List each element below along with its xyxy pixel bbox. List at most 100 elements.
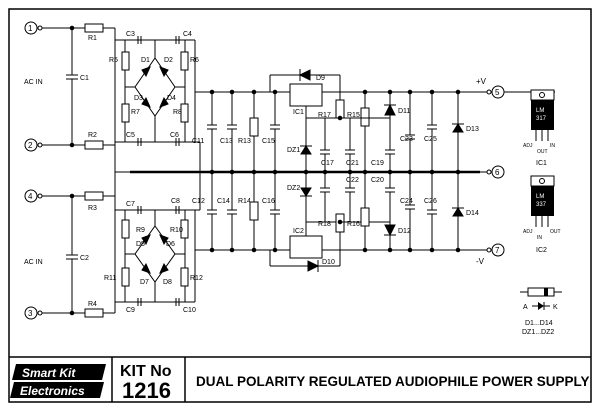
ic2-legend-label: IC2: [536, 247, 547, 254]
ic1-line1: LM: [536, 108, 544, 114]
label-c7: C7: [126, 201, 135, 208]
label-c10: C10: [183, 307, 196, 314]
label-r10: R10: [170, 227, 183, 234]
label-d13: D13: [466, 126, 479, 133]
ac-in-label-bottom: AC IN: [24, 259, 43, 266]
label-c16: C16: [262, 198, 275, 205]
label-d12: D12: [398, 228, 411, 235]
brand-line1: Smart Kit: [22, 366, 76, 380]
label-c25: C25: [424, 136, 437, 143]
ic1-pin-adj: ADJ: [523, 143, 533, 149]
label-r17: R17: [318, 112, 331, 119]
label-c6: C6: [170, 132, 179, 139]
label-c19: C19: [371, 160, 384, 167]
kit-number: 1216: [122, 378, 171, 403]
label-c23: C23: [400, 136, 413, 143]
label-c26: C26: [424, 198, 437, 205]
terminal-2: [24, 138, 38, 152]
diode-cathode-label: K: [553, 304, 558, 311]
brand-line2: Electronics: [20, 384, 85, 398]
ic1-legend-label: IC1: [536, 160, 547, 167]
terminal-3: [24, 306, 38, 320]
brand-logo: Smart Kit Electronics: [10, 364, 106, 398]
label-dz2: DZ2: [287, 185, 300, 192]
label-r9: R9: [136, 227, 145, 234]
diode-anode-label: A: [523, 304, 528, 311]
label-d4: D4: [167, 95, 176, 102]
label-c5: C5: [126, 132, 135, 139]
label-r1: R1: [88, 35, 97, 42]
ic2-pin-in: IN: [537, 235, 542, 241]
label-c8: C8: [171, 198, 180, 205]
label-d3: D3: [134, 95, 143, 102]
ic2-line2: 337: [536, 202, 547, 208]
terminal-7: [491, 243, 505, 257]
label-d14: D14: [466, 210, 479, 217]
ic2-pin-adj: ADJ: [523, 229, 533, 235]
page-frame: [8, 8, 592, 403]
label-r11: R11: [104, 275, 116, 282]
node-label-5: 5: [495, 88, 500, 97]
label-r13: R13: [238, 138, 251, 145]
node-label-1: 1: [28, 24, 33, 33]
ic2-line1: LM: [536, 194, 544, 200]
label-c21: C21: [346, 160, 359, 167]
label-d10: D10: [322, 259, 335, 266]
node-label-6: 6: [495, 168, 500, 177]
label-c20: C20: [371, 177, 384, 184]
ic2-legend: LM 337 ADJ IN OUT IC2: [523, 175, 561, 254]
label-c3: C3: [126, 31, 135, 38]
label-c13: C13: [220, 138, 233, 145]
label-dz1: DZ1: [287, 147, 300, 154]
label-d1: D1: [141, 57, 150, 64]
label-r12: R12: [190, 275, 203, 282]
label-c9: C9: [126, 307, 135, 314]
node-label-2: 2: [28, 141, 33, 150]
ic1-pin-out: OUT: [537, 149, 548, 155]
label-d6: D6: [166, 241, 175, 248]
label-d11: D11: [398, 108, 410, 115]
kit-label: KIT No: [120, 363, 172, 380]
label-ic2: IC2: [293, 228, 304, 235]
label-c1: C1: [80, 75, 89, 82]
ic1-line2: 317: [536, 116, 547, 122]
node-label-3: 3: [28, 309, 33, 318]
schematic-title: DUAL POLARITY REGULATED AUDIOPHILE POWER…: [196, 374, 590, 389]
label-d9: D9: [316, 75, 325, 82]
terminal-1: [24, 21, 38, 35]
label-c12: C12: [192, 198, 205, 205]
diode-legend-line2: DZ1...DZ2: [522, 329, 554, 336]
terminal-6: [491, 165, 505, 179]
label-r6: R6: [190, 57, 199, 64]
label-r5: R5: [109, 57, 118, 64]
label-r14: R14: [238, 198, 251, 205]
label-c15: C15: [262, 138, 275, 145]
label-r4: R4: [88, 301, 97, 308]
label-c17: C17: [321, 160, 334, 167]
label-r15: R15: [347, 112, 360, 119]
diode-legend-line1: D1...D14: [525, 320, 553, 327]
node-label-4: 4: [28, 192, 33, 201]
terminal-4: [24, 189, 38, 203]
node-label-7: 7: [495, 246, 500, 255]
ic1-pin-in: IN: [550, 143, 555, 149]
label-r18: R18: [318, 221, 331, 228]
label-c4: C4: [183, 31, 192, 38]
label-ic1: IC1: [293, 109, 304, 116]
ic2-pin-out: OUT: [550, 229, 561, 235]
label-c22: C22: [346, 177, 359, 184]
neg-rail-label: -V: [476, 257, 485, 266]
label-c14: C14: [217, 198, 230, 205]
label-r16: R16: [347, 221, 360, 228]
label-r7: R7: [131, 109, 140, 116]
ic1-legend: LM 317 ADJ OUT IN IC1: [523, 89, 555, 167]
label-d7: D7: [140, 279, 149, 286]
label-r3: R3: [88, 205, 97, 212]
label-d2: D2: [164, 57, 173, 64]
label-d5: D5: [136, 241, 145, 248]
terminal-5: [491, 85, 505, 99]
label-r2: R2: [88, 132, 97, 139]
label-r8: R8: [173, 109, 182, 116]
